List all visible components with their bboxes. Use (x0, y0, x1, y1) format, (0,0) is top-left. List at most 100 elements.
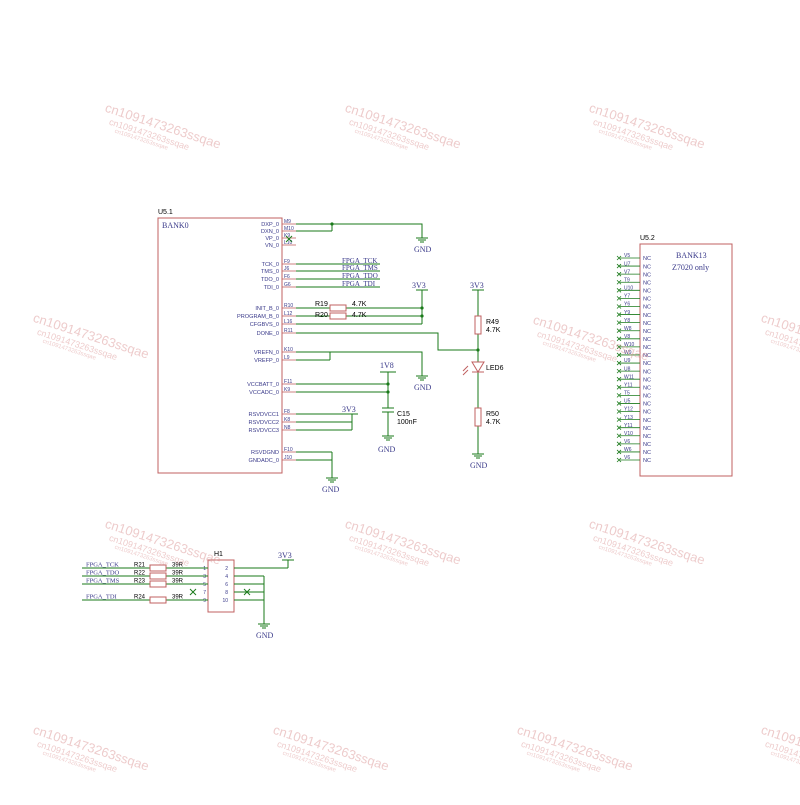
u5-2-pin-number: Y13 (624, 415, 633, 421)
no-connect-icon (616, 320, 622, 325)
r50-body (474, 407, 482, 427)
u5-1-pin-name: CFGBVS_0 (250, 322, 279, 328)
u5-2-pin-number: V6 (624, 439, 630, 445)
dx-gnd-net (296, 223, 423, 238)
u5-1-pin-name: RSVDGND (251, 450, 279, 456)
u5-2-pin-name: NC (643, 280, 651, 286)
no-connect-icon (616, 312, 622, 317)
net-fpga-tck: FPGA_TCK (342, 257, 377, 265)
led-chain (472, 289, 484, 459)
r49-val: 4.7K (486, 327, 501, 334)
r20-ref: R20 (315, 312, 328, 319)
u5-2-pin-name: NC (643, 458, 651, 464)
u5-1-pin-number: R11 (284, 328, 293, 334)
no-connect-icon (616, 409, 622, 414)
u5-2-pin-number: U8 (624, 366, 631, 372)
v33-label-3: 3V3 (342, 405, 356, 414)
u5-2-pin-name: NC (643, 377, 651, 383)
gnd-label-4: GND (322, 485, 340, 494)
u5-2-pin-name: NC (643, 385, 651, 391)
u5-2-pin-name: NC (643, 353, 651, 359)
no-connect-icon (616, 425, 622, 430)
u5-1-pin-number: K8 (284, 417, 290, 423)
u5-1-body (157, 217, 283, 474)
u5-1-pin-name: VREFN_0 (254, 350, 279, 356)
u5-2-body (639, 243, 733, 477)
u5-2-pin-number: W6 (624, 447, 632, 453)
u5-1-pin-name: TMS_0 (261, 269, 279, 275)
u5-1-pin-name: VREFP_0 (254, 358, 279, 364)
u5-2-pin-number: U7 (624, 261, 631, 267)
u5-1-pin-number: J10 (284, 455, 292, 461)
no-connect-icon (616, 328, 622, 334)
net-fpga-tms: FPGA_TMS (342, 264, 378, 272)
u5-2-pin-name: NC (643, 402, 651, 408)
jtag-nets: FPGA_TCK FPGA_TMS FPGA_TDO FPGA_TDI (296, 257, 380, 288)
h1-resistor-ref: R24 (134, 595, 146, 601)
junction-dot (386, 382, 390, 386)
u5-2-pin-number: W8 (624, 326, 632, 332)
u5-2-pin-name: NC (643, 272, 651, 278)
h1-pin-number: 2 (225, 566, 228, 572)
u5-2-pin-number: V10 (624, 431, 633, 437)
series-resistor (149, 564, 167, 572)
u5-2-pin-number: Y9 (624, 310, 630, 316)
u5-2-pin-number: W9 (624, 350, 632, 356)
no-connect-icon (616, 344, 622, 350)
h1-resistor-ref: R22 (134, 571, 146, 577)
u5-2-pin-name: NC (643, 345, 651, 351)
u5-2-pin-name: NC (643, 264, 651, 270)
u5-2-pin-name: NC (643, 426, 651, 432)
u5-2-pin-name: NC (643, 442, 651, 448)
u5-1-pin-name: DONE_0 (257, 331, 279, 337)
u5-2-ref: U5.2 (640, 235, 655, 242)
gnd-label-led: GND (470, 461, 488, 470)
u5-1-pin-name: VN_0 (265, 243, 279, 249)
no-connect-icon (616, 255, 622, 261)
u5-1-bank: BANK0 (162, 221, 189, 230)
no-connect-icon (285, 235, 293, 243)
no-connect-icon (616, 352, 622, 358)
series-resistor (149, 580, 167, 588)
u5-1-pin-number: F6 (284, 274, 290, 280)
h1-pin-number: 6 (225, 582, 228, 588)
no-connect-icon (616, 368, 622, 374)
u5-1-pin-name: GNDADC_0 (249, 458, 279, 464)
no-connect-icon (616, 417, 622, 422)
u5-1-pin-number: J6 (284, 266, 290, 272)
u5-1-pin-number: L10 (284, 240, 293, 246)
u5-1-pin-name: TDI_0 (264, 285, 279, 291)
u5-2-pin-name: NC (643, 329, 651, 335)
r50-ref: R50 (486, 411, 499, 418)
vref-net (296, 351, 428, 441)
r19-val: 4.7K (352, 301, 367, 308)
gnd-label-2: GND (414, 383, 432, 392)
u5-1-pin-name: TCK_0 (262, 262, 279, 268)
u5-1-pin-name: RSVDVCC2 (249, 420, 279, 426)
u5-1-pin-number: K10 (284, 347, 293, 353)
led-icon (462, 361, 485, 376)
h1-resistor-val: 39R (172, 595, 184, 601)
no-connect-icon (616, 433, 622, 439)
no-connect-icon (616, 441, 622, 447)
u5-1-ref: U5.1 (158, 209, 173, 216)
u5-2-pin-number: V7 (624, 269, 630, 275)
u5-2-pin-number: T5 (624, 391, 630, 397)
h1-net-label: FPGA_TDO (86, 570, 120, 577)
h1-pin-number: 9 (203, 598, 206, 604)
junction-dot (330, 222, 334, 226)
h1-ref: H1 (214, 551, 223, 558)
u5-2-pin-name: NC (643, 256, 651, 262)
r19-body (329, 304, 347, 312)
u5-1-pins: DXP_0M9DXN_0M10VP_0K9VN_0L10TCK_0F9TMS_0… (237, 219, 296, 464)
u5-2-pin-number: Y11 (624, 382, 633, 388)
rsvdgnd-net (296, 451, 338, 483)
u5-2-bank: BANK13 (676, 251, 707, 260)
u5-1-pin-name: PROGRAM_B_0 (237, 314, 279, 320)
v18-label: 1V8 (380, 361, 394, 370)
